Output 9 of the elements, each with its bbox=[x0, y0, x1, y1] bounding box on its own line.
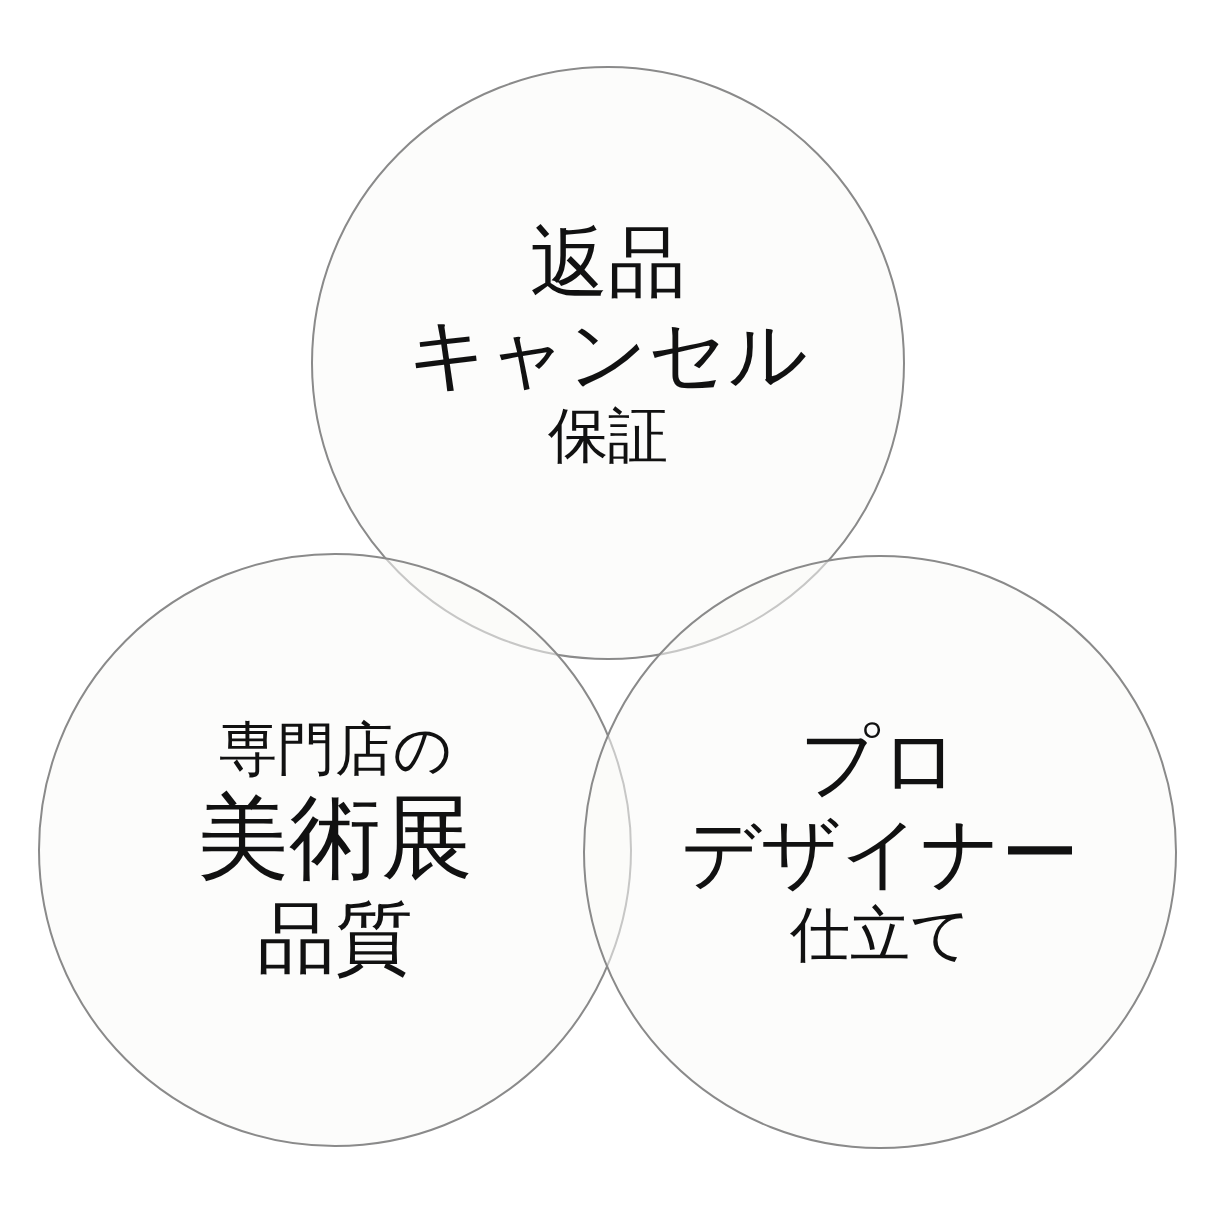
circle-text: 専門店の bbox=[218, 715, 452, 784]
circle-text: 返品 bbox=[530, 215, 686, 308]
circle-text: 仕立て bbox=[789, 898, 971, 970]
circle-text: 美術展 bbox=[197, 783, 473, 893]
circle-text: 品質 bbox=[257, 892, 413, 985]
circle-text: デザイナー bbox=[681, 806, 1079, 899]
circle-text: 保証 bbox=[548, 399, 668, 471]
circle-text: キャンセル bbox=[408, 307, 808, 400]
circle-text: プロ bbox=[800, 714, 960, 807]
